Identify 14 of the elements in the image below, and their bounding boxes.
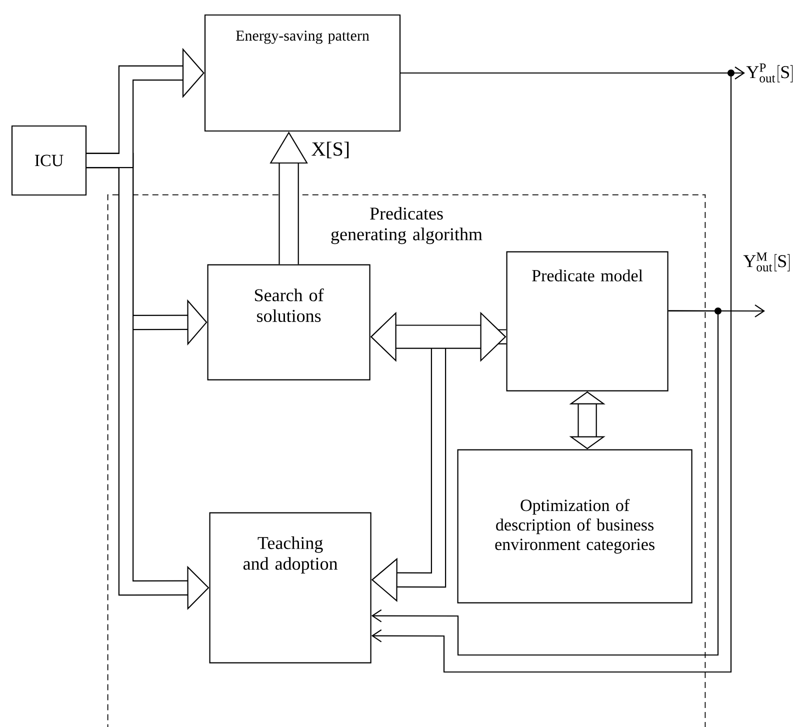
input-box: ICU — [11, 125, 87, 196]
output-label: $\mathrm{Y}^{\mathrm{M}}_{\mathrm{out}}[\mathrm{S}]$ — [743, 252, 790, 272]
process-box: Teaching and adoption — [209, 512, 372, 664]
block-arrow — [86, 48, 204, 168]
process-box: Search of solutions — [207, 264, 370, 380]
arrow — [371, 310, 719, 656]
process-box: Optimization of description of business environment categories — [457, 449, 692, 604]
output-label: $\mathrm{Y}^{\mathrm{P}}_{\mathrm{out}}[\mathrm{S}]$ — [746, 64, 793, 82]
arrow — [668, 304, 765, 318]
block-arrow — [569, 391, 606, 450]
arrow — [371, 72, 732, 673]
process-box: Energy-saving pattern — [204, 14, 401, 132]
edge-label: X[S] — [312, 142, 349, 158]
process-box: Predicate model — [506, 251, 668, 392]
